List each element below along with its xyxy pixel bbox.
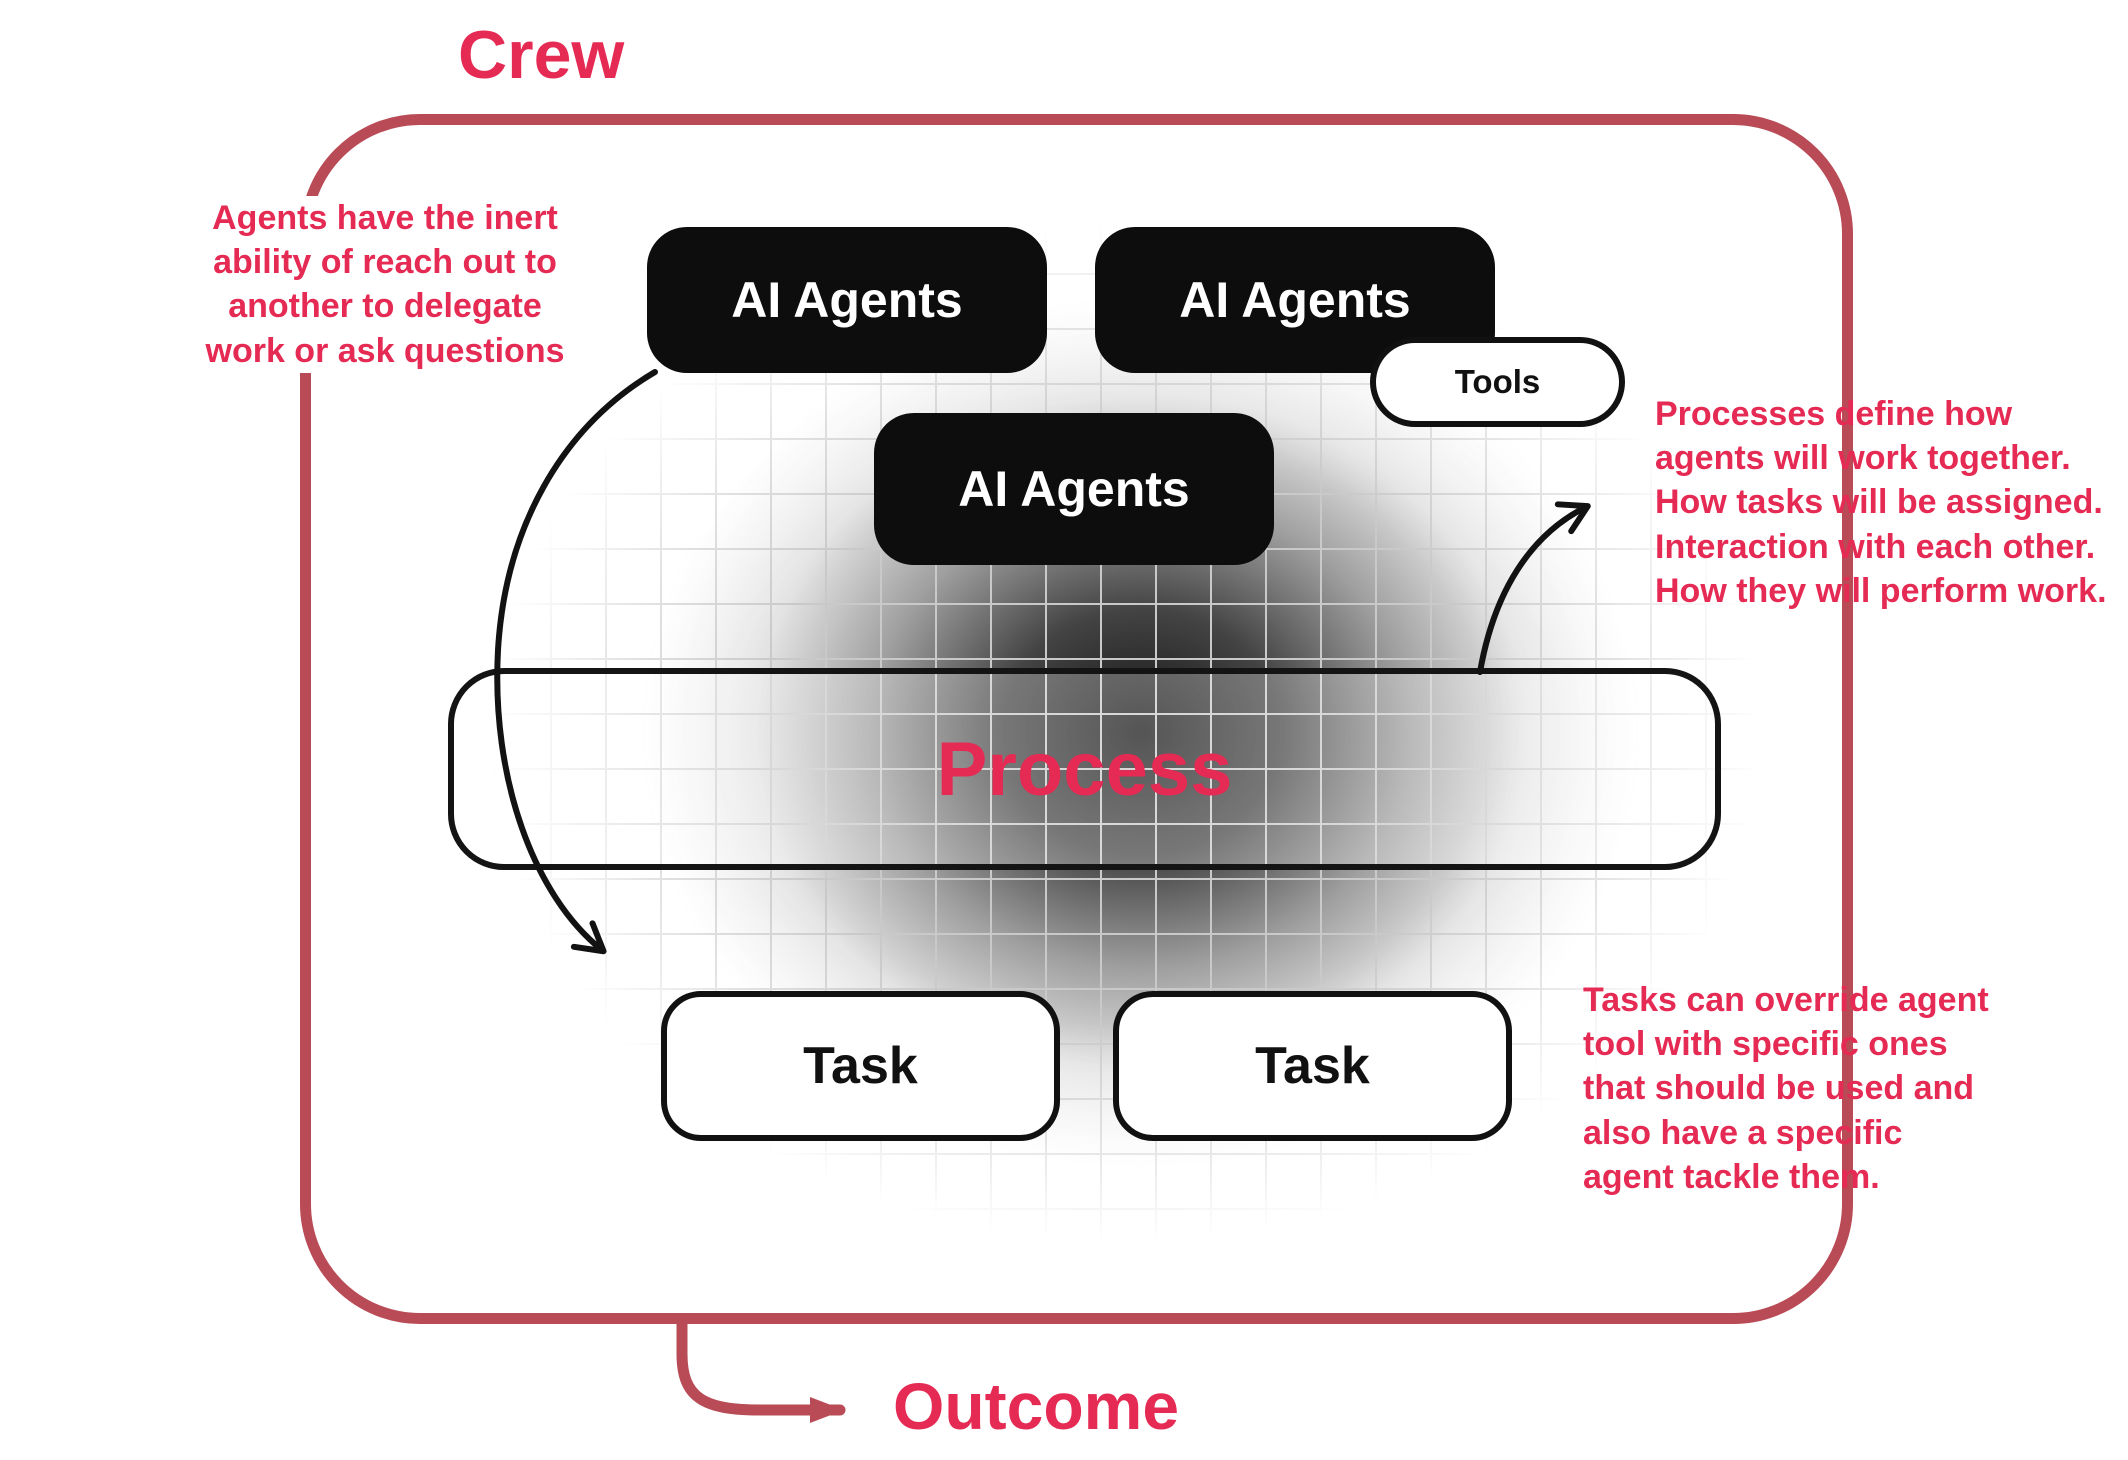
- ai-agents-label-2: AI Agents: [1179, 272, 1411, 328]
- crew-boundary-frame: [300, 114, 1853, 1324]
- task-box-1: Task: [661, 991, 1060, 1141]
- annotation-delegation: Agents have the inert ability of reach o…: [175, 196, 595, 373]
- tools-label: Tools: [1454, 363, 1541, 400]
- ai-agents-label-1: AI Agents: [731, 272, 963, 328]
- annotation-process: Processes define how agents will work to…: [1655, 395, 2107, 610]
- crew-title: Crew: [458, 17, 625, 93]
- ai-agents-box-1: AI Agents: [647, 227, 1047, 373]
- outcome-label: Outcome: [893, 1369, 1180, 1443]
- ai-agents-box-3: AI Agents: [874, 413, 1274, 565]
- process-box: Process: [448, 668, 1721, 870]
- ai-agents-box-2: AI Agents: [1095, 227, 1495, 373]
- process-label: Process: [936, 726, 1233, 812]
- task-label-2: Task: [1255, 1037, 1370, 1095]
- task-label-1: Task: [803, 1037, 918, 1095]
- task-box-2: Task: [1113, 991, 1512, 1141]
- annotation-tasks: Tasks can override agent tool with speci…: [1583, 981, 1989, 1196]
- ai-agents-label-3: AI Agents: [958, 461, 1190, 517]
- tools-pill: Tools: [1370, 337, 1625, 427]
